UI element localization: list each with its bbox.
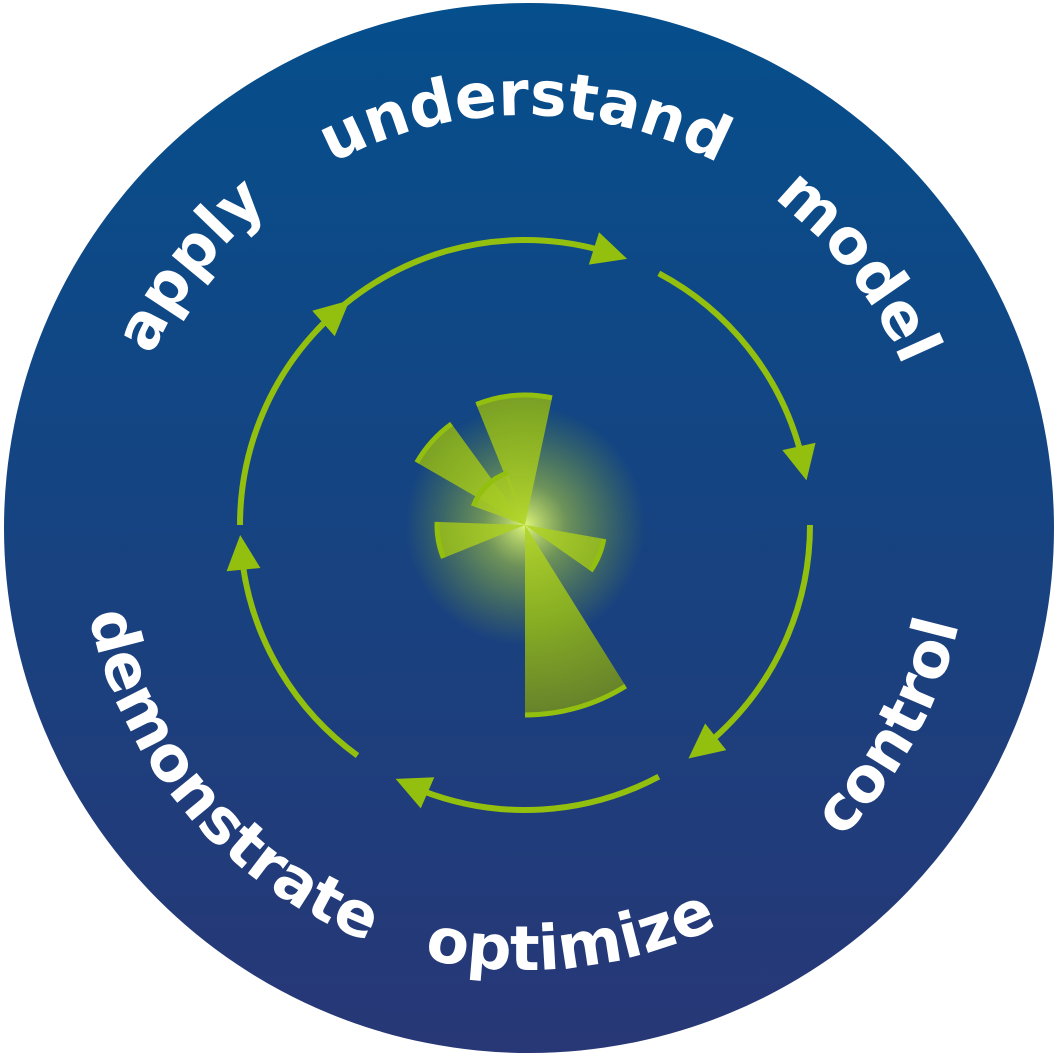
- cycle-arrowhead: [226, 534, 261, 572]
- cycle-arrow-arc: [657, 270, 804, 453]
- cycle-arrowhead: [782, 442, 816, 481]
- logo-wedge-rim: [470, 470, 509, 508]
- cycle-arrowhead: [312, 300, 350, 337]
- cycle-arrow-arc: [421, 773, 661, 813]
- cycle-arrow-arc: [239, 564, 360, 758]
- cycle-arrow-arc: [237, 317, 330, 526]
- logo-wedge-rim: [524, 684, 628, 718]
- logo-wedge: [473, 472, 525, 525]
- cycle-arrowhead: [588, 232, 628, 265]
- logo-wedge: [476, 395, 553, 525]
- logo-wedge: [437, 521, 525, 558]
- logo-wedge-rim: [434, 521, 446, 559]
- cycle-arrowhead: [688, 723, 727, 759]
- logo-wedge: [525, 525, 604, 571]
- cycle-arrows: [226, 232, 816, 813]
- logo-wedge: [525, 525, 626, 715]
- logo-wedge-rim: [588, 538, 607, 573]
- cycle-arrow-arc: [710, 524, 813, 743]
- radial-wedge-logo: [405, 392, 645, 718]
- cycle-arrowhead: [395, 777, 435, 809]
- logo-wedge-rim: [475, 392, 553, 407]
- logo-wedge-rim: [414, 421, 454, 464]
